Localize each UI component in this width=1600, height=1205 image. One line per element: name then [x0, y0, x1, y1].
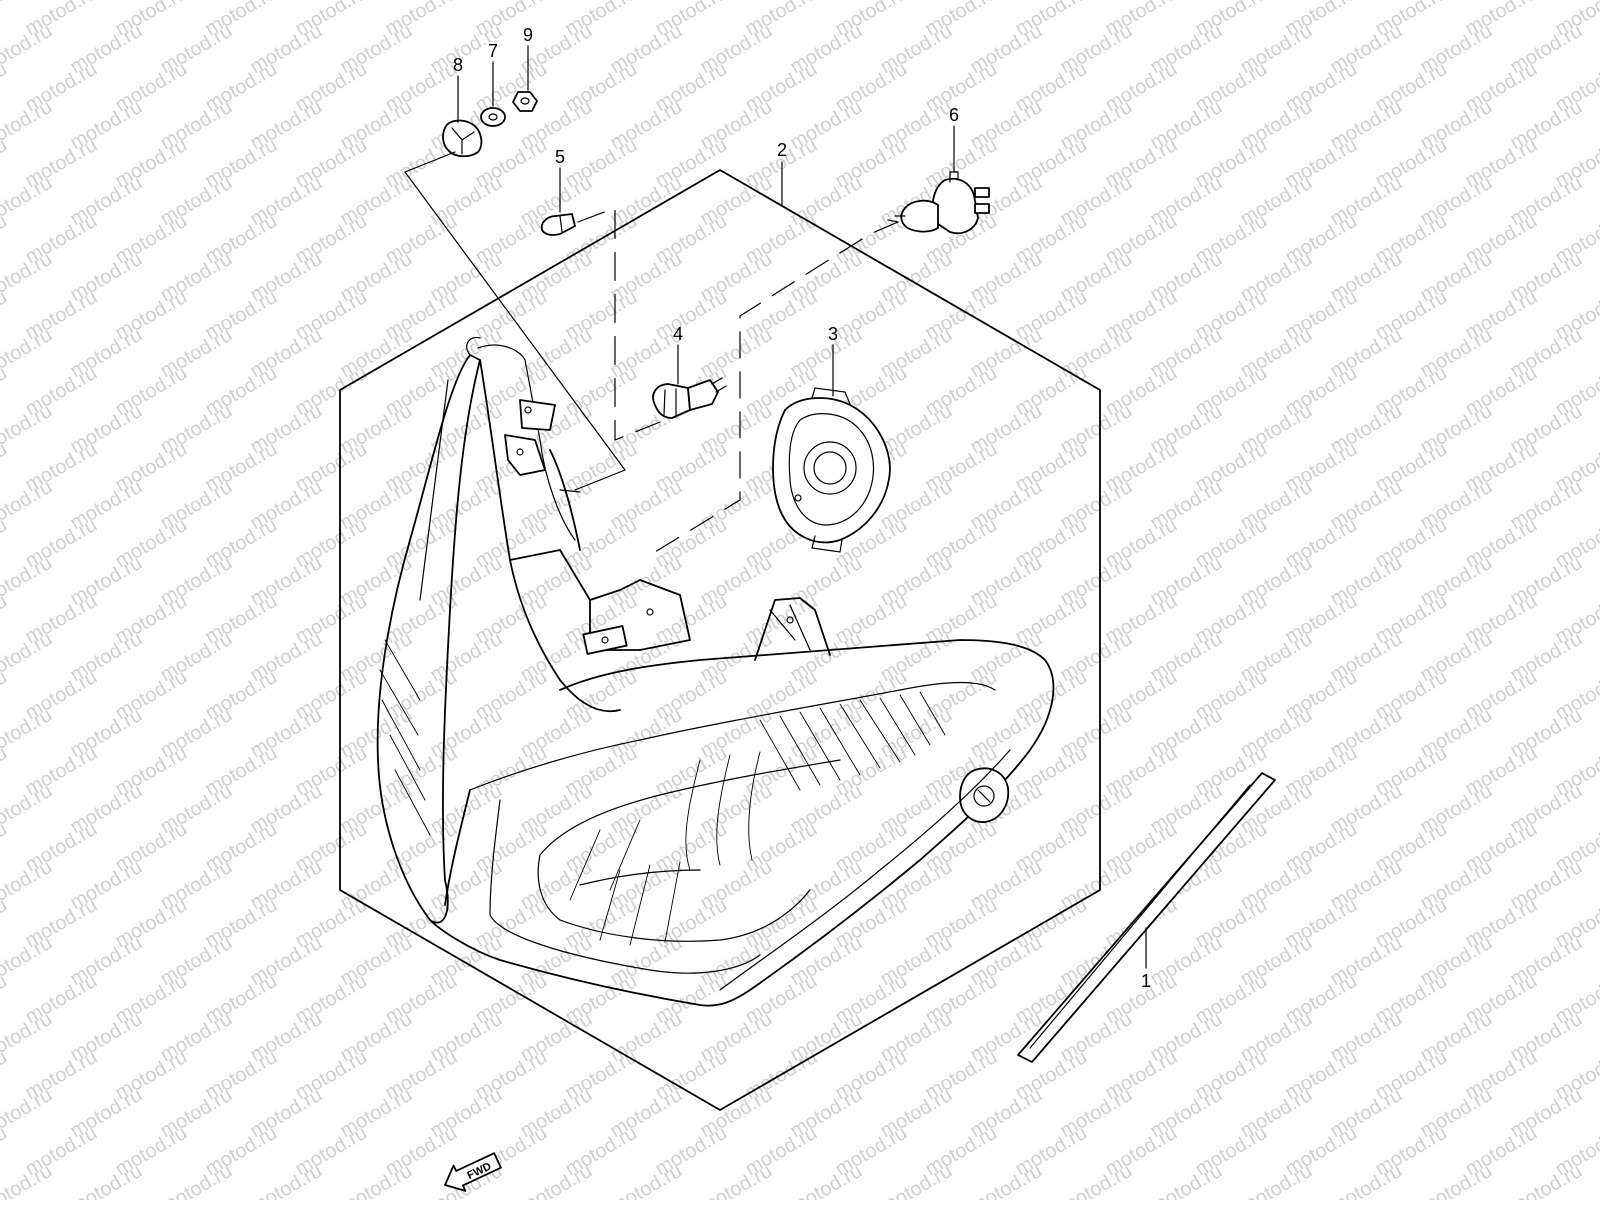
- watermark-text: motod.ru: [967, 1160, 1046, 1200]
- watermark-text: motod.ru: [0, 172, 56, 231]
- watermark-text: motod.ru: [787, 1160, 866, 1200]
- watermark-text: motod.ru: [0, 248, 56, 307]
- watermark-text: motod.ru: [0, 324, 56, 383]
- watermark-text: motod.ru: [0, 932, 56, 991]
- watermark-text: motod.ru: [1597, 1160, 1600, 1200]
- watermark-text: motod.ru: [517, 1160, 596, 1200]
- watermark-text: motod.ru: [0, 476, 56, 535]
- watermark-text: motod.ru: [1417, 1160, 1496, 1200]
- watermark-text: motod.ru: [337, 1160, 416, 1200]
- part-9-nut: [513, 92, 537, 111]
- watermark-text: motod.ru: [0, 0, 11, 40]
- watermark-text: motod.ru: [1507, 1160, 1586, 1200]
- watermark-text: motod.ru: [0, 628, 56, 687]
- watermark-text: motod.ru: [0, 20, 56, 79]
- callout-9: 9: [523, 25, 533, 45]
- watermark-text: motod.ru: [67, 1160, 146, 1200]
- callout-4: 4: [673, 324, 683, 344]
- watermark-text: motod.ru: [0, 552, 56, 611]
- watermark-text: motod.ru: [0, 400, 56, 459]
- watermark-text: motod.ru: [157, 1160, 236, 1200]
- watermark-text: motod.ru: [1327, 1160, 1406, 1200]
- watermark-text: motod.ru: [1237, 1160, 1316, 1200]
- watermark-text: motod.ru: [607, 1160, 686, 1200]
- watermark-text: motod.ru: [0, 704, 56, 763]
- watermark-text: motod.ru: [0, 780, 56, 839]
- watermark-text: motod.ru: [0, 1084, 56, 1143]
- callout-6: 6: [949, 105, 959, 125]
- watermark-text: motod.ru: [697, 1160, 776, 1200]
- callout-3: 3: [828, 324, 838, 344]
- callout-1: 1: [1141, 971, 1151, 991]
- callout-8: 8: [453, 55, 463, 75]
- watermark-text: motod.ru: [0, 96, 56, 155]
- watermark-text: motod.ru: [1147, 1160, 1226, 1200]
- watermark-text: motod.ru: [247, 1160, 326, 1200]
- part-3-socket-ring: [773, 388, 890, 552]
- watermark-text: motod.ru: [0, 1008, 56, 1067]
- callout-7: 7: [488, 41, 498, 61]
- part-8-grommet: [443, 121, 481, 157]
- watermark-text: motod.ru: [0, 856, 56, 915]
- callout-2: 2: [777, 140, 787, 160]
- part-7-washer: [481, 108, 505, 126]
- callout-5: 5: [555, 147, 565, 167]
- watermark-text: motod.ru: [877, 1160, 956, 1200]
- watermark-text: motod.ru: [1057, 1160, 1136, 1200]
